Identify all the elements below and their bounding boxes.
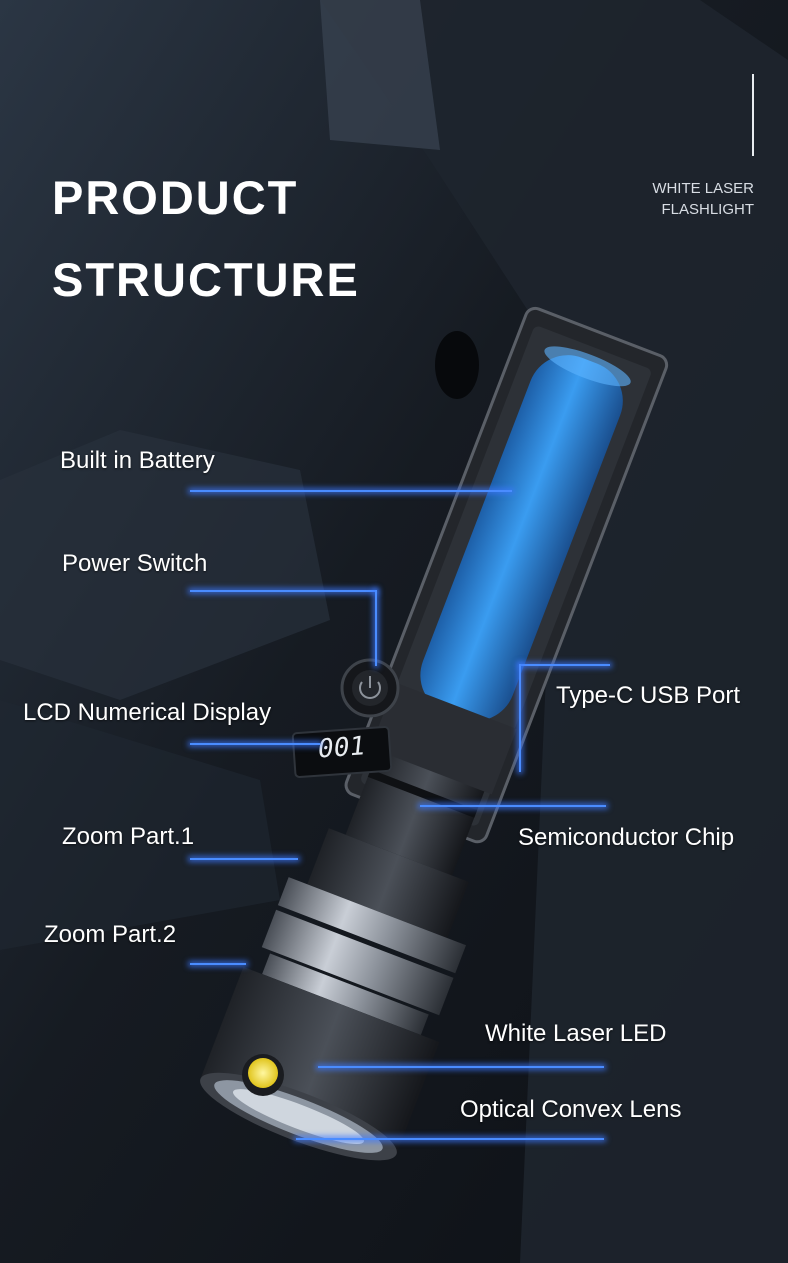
label-built-in-battery: Built in Battery: [60, 447, 215, 474]
leader-zoom-part-1: [190, 858, 298, 860]
leader-type-c-port-drop: [519, 664, 521, 772]
label-white-laser-led: White Laser LED: [485, 1020, 667, 1047]
leader-zoom-part-2: [190, 963, 246, 965]
label-lcd-display: LCD Numerical Display: [23, 699, 272, 726]
label-semiconductor-chip: Semiconductor Chip: [518, 824, 735, 851]
heading-line-1: PRODUCT: [52, 171, 299, 224]
label-zoom-part-1: Zoom Part.1: [62, 823, 195, 850]
label-optical-lens: Optical Convex Lens: [460, 1096, 682, 1123]
heading-line-2: STRUCTURE: [52, 253, 360, 306]
leader-white-laser-led: [318, 1066, 604, 1068]
label-power-switch: Power Switch: [62, 550, 208, 577]
leader-lcd-display: [190, 743, 320, 745]
lcd-value: 001: [316, 731, 367, 765]
leader-power-switch-drop: [375, 590, 377, 666]
tagline-line-2: FLASHLIGHT: [661, 201, 754, 218]
divider-line: [752, 74, 754, 156]
leader-semiconductor-chip: [420, 805, 606, 807]
label-zoom-part-2: Zoom Part.2: [44, 921, 177, 948]
label-type-c-port: Type-C USB Port: [556, 682, 741, 709]
product-tagline: WHITE LASER FLASHLIGHT: [614, 178, 754, 220]
leader-built-in-battery: [190, 490, 512, 492]
leader-power-switch: [190, 590, 376, 592]
leader-optical-lens: [296, 1138, 604, 1140]
tagline-line-1: WHITE LASER: [652, 180, 754, 197]
leader-type-c-port: [520, 664, 610, 666]
